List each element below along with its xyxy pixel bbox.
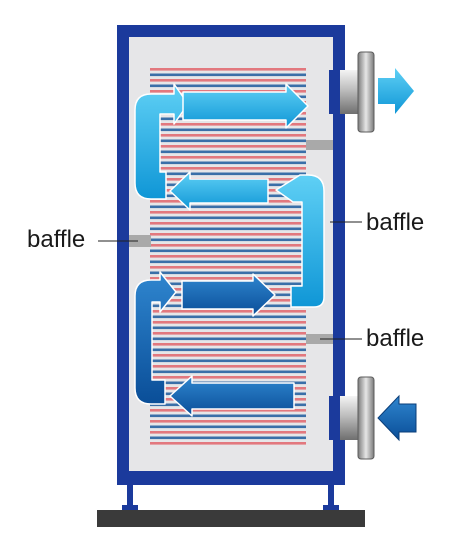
- plate: [150, 420, 306, 423]
- plate: [150, 348, 306, 352]
- plate: [150, 425, 306, 429]
- label-baffle-right-top: baffle: [366, 209, 425, 236]
- plate: [150, 431, 306, 434]
- plate: [150, 414, 306, 418]
- baffles: [129, 140, 333, 344]
- plate: [150, 315, 306, 319]
- plate: [150, 145, 306, 148]
- plate: [150, 123, 306, 126]
- flow-path-upper: [134, 83, 325, 308]
- baffle-left: [129, 235, 151, 247]
- plate: [150, 260, 306, 264]
- label-baffle-right-bottom: baffle: [366, 325, 425, 352]
- plate: [150, 436, 306, 440]
- plate: [150, 442, 306, 445]
- plate: [150, 321, 306, 324]
- plate: [150, 365, 306, 368]
- plate: [150, 343, 306, 346]
- plate: [150, 68, 306, 71]
- plate: [150, 277, 306, 280]
- plate: [150, 244, 306, 247]
- flow-arrow-left: [169, 171, 269, 211]
- baffle-right-bottom: [306, 334, 333, 344]
- plate: [150, 216, 306, 220]
- plate: [150, 205, 306, 209]
- plate: [150, 79, 306, 82]
- plate: [150, 227, 306, 231]
- flow-path-lower: [134, 271, 295, 417]
- plate: [150, 139, 306, 143]
- plate: [150, 370, 306, 374]
- plate: [150, 409, 306, 412]
- plate: [150, 337, 306, 341]
- flow-left-loop: [134, 83, 189, 200]
- base-plate: [97, 510, 365, 527]
- support-stand: [97, 480, 365, 527]
- flow-right-loop: [275, 174, 325, 308]
- plate: [150, 354, 306, 357]
- flow-arrow-left-lower: [169, 375, 295, 417]
- plate: [150, 249, 306, 253]
- plate: [150, 376, 306, 379]
- baffle-right-top: [306, 140, 333, 150]
- inlet-nozzle: [329, 376, 375, 460]
- plate: [150, 84, 306, 88]
- outlet-nozzle: [329, 51, 375, 133]
- inlet-arrow-icon: [377, 394, 417, 442]
- plate: [150, 73, 306, 77]
- label-leaders: [98, 221, 362, 340]
- plate: [150, 238, 306, 242]
- plate: [150, 255, 306, 258]
- plate: [150, 271, 306, 275]
- plate: [150, 211, 306, 214]
- plate: [150, 134, 306, 137]
- plate: [150, 326, 306, 330]
- label-baffle-left: baffle: [27, 226, 86, 253]
- plate: [150, 161, 306, 165]
- flow-arrow-right: [182, 83, 309, 129]
- plate: [150, 332, 306, 335]
- plate: [150, 150, 306, 154]
- plate: [150, 172, 306, 176]
- plate: [150, 156, 306, 159]
- plate: [150, 222, 306, 225]
- plate: [150, 233, 306, 236]
- flow-arrow-right-lower: [181, 273, 276, 317]
- plate: [150, 167, 306, 170]
- flow-left-loop-lower: [134, 271, 177, 405]
- plate: [150, 310, 306, 313]
- plate: [150, 359, 306, 363]
- plate: [150, 266, 306, 269]
- outlet-arrow-icon: [378, 68, 414, 114]
- plate: [150, 128, 306, 132]
